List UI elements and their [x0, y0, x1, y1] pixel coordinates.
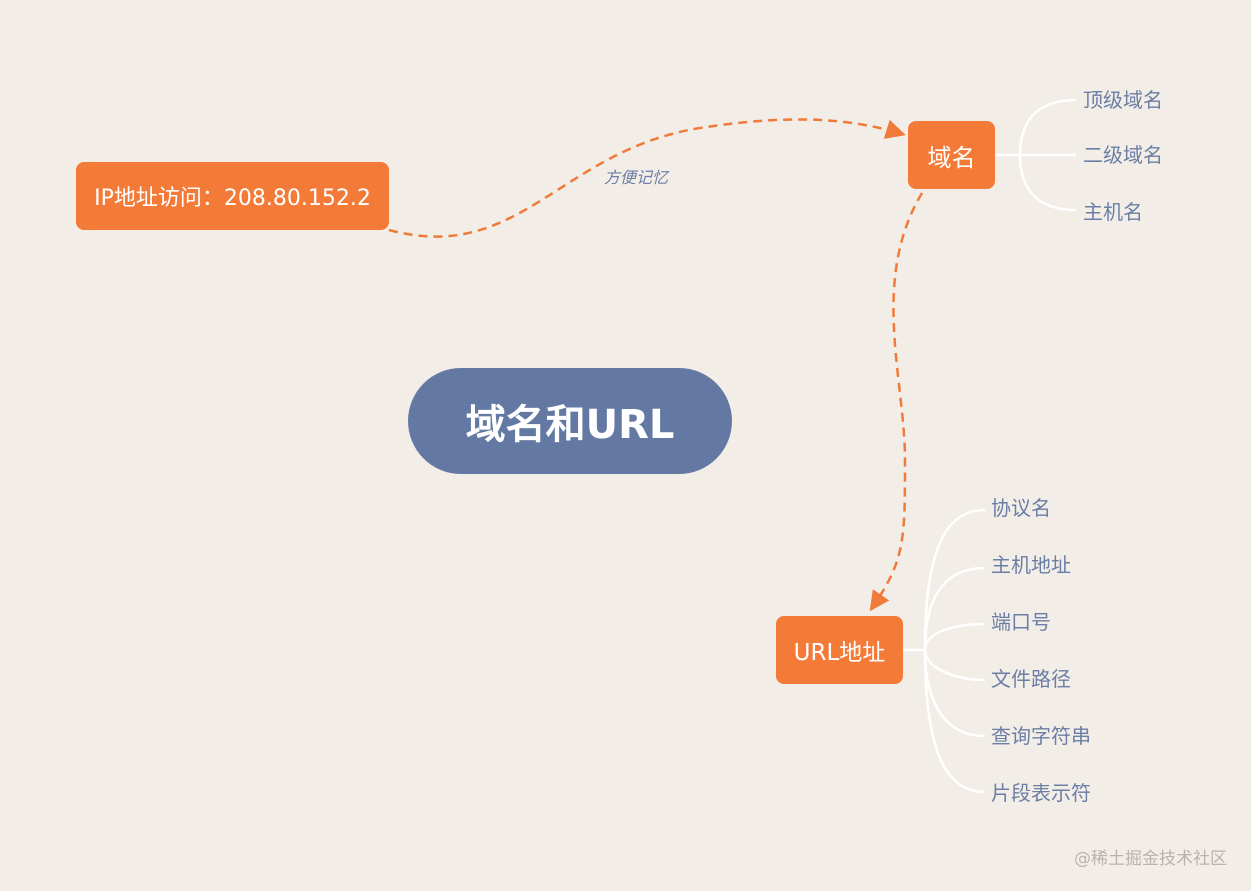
url-child-fragment[interactable]: 片段表示符	[991, 781, 1091, 805]
url-child-path[interactable]: 文件路径	[991, 667, 1071, 691]
url-child-host[interactable]: 主机地址	[991, 553, 1071, 577]
dashed-arrow-domain-to-url	[869, 192, 924, 612]
domain-node[interactable]: 域名	[908, 121, 995, 189]
url-label: URL地址	[793, 640, 886, 666]
edge-label-easy-to-remember: 方便记忆	[604, 168, 669, 187]
url-children-connectors	[903, 508, 986, 794]
url-child-port[interactable]: 端口号	[991, 610, 1051, 634]
domain-child-second-level[interactable]: 二级域名	[1083, 143, 1163, 167]
domain-child-hostname[interactable]: 主机名	[1083, 200, 1143, 224]
watermark: @稀土掘金技术社区	[1074, 849, 1227, 869]
domain-children-connectors	[995, 98, 1077, 212]
url-child-query[interactable]: 查询字符串	[991, 724, 1091, 748]
ip-address-label: IP地址访问：208.80.152.2	[94, 186, 371, 211]
domain-child-top-level[interactable]: 顶级域名	[1083, 88, 1163, 112]
domain-label: 域名	[927, 143, 976, 172]
url-node[interactable]: URL地址	[776, 616, 903, 684]
dashed-arrow-ip-to-domain	[388, 118, 906, 238]
root-topic-node[interactable]: 域名和URL	[408, 368, 732, 474]
ip-address-node[interactable]: IP地址访问：208.80.152.2	[76, 162, 389, 230]
url-child-protocol[interactable]: 协议名	[991, 496, 1051, 520]
root-topic-label: 域名和URL	[465, 402, 675, 448]
